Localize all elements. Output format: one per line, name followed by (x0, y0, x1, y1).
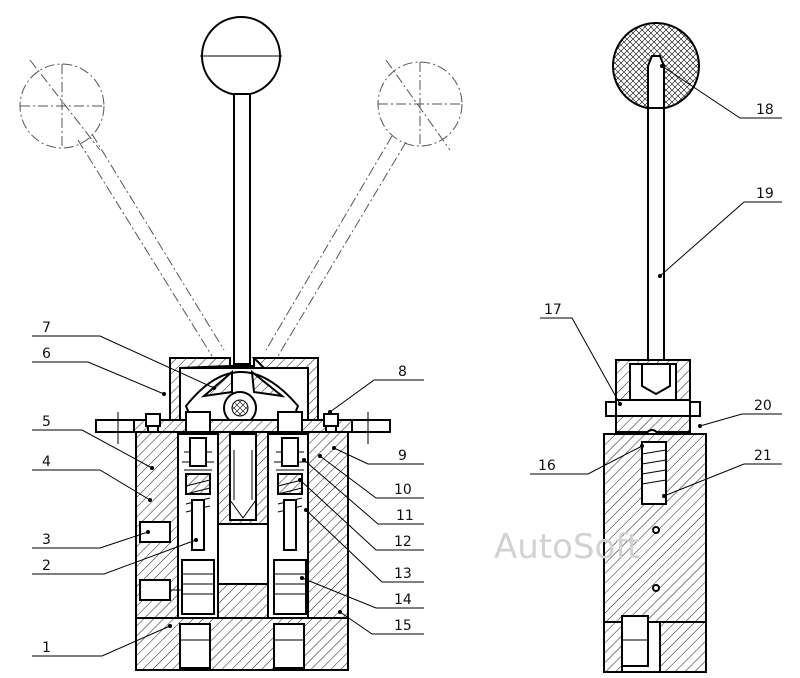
side-view (603, 22, 707, 673)
callout-4: 4 (42, 454, 51, 470)
callout-9: 9 (398, 448, 407, 464)
lever-shaft (233, 93, 251, 365)
leader-lines (32, 65, 782, 657)
phantom-lever-positions (19, 59, 463, 357)
front-section-view (19, 16, 463, 671)
callout-1: 1 (42, 640, 51, 656)
callout-7: 7 (42, 320, 51, 336)
left-plunger (181, 411, 215, 615)
callout-13: 13 (394, 566, 412, 582)
callout-17: 17 (544, 302, 562, 318)
callout-labels: 1 2 3 4 5 6 7 8 9 10 11 12 13 14 15 16 1… (42, 102, 774, 656)
callout-16: 16 (538, 458, 556, 474)
base-plate (135, 617, 349, 671)
callout-11: 11 (396, 508, 414, 524)
callout-21: 21 (754, 448, 772, 464)
callout-18: 18 (756, 102, 774, 118)
callout-15: 15 (394, 618, 412, 634)
callout-8: 8 (398, 364, 407, 380)
right-plunger (273, 411, 307, 615)
callout-14: 14 (394, 592, 412, 608)
callout-2: 2 (42, 558, 51, 574)
callout-19: 19 (756, 186, 774, 202)
callout-12: 12 (394, 534, 412, 550)
callout-20: 20 (754, 398, 772, 414)
callout-10: 10 (394, 482, 412, 498)
port-lower (139, 579, 171, 601)
callout-5: 5 (42, 414, 51, 430)
side-lever-shaft (647, 107, 665, 365)
callout-3: 3 (42, 532, 51, 548)
leader-dots (146, 64, 702, 628)
callout-6: 6 (42, 346, 51, 362)
flange-plate (95, 419, 391, 433)
port-upper (139, 521, 171, 543)
watermark-text: AutoSoft (494, 527, 640, 567)
